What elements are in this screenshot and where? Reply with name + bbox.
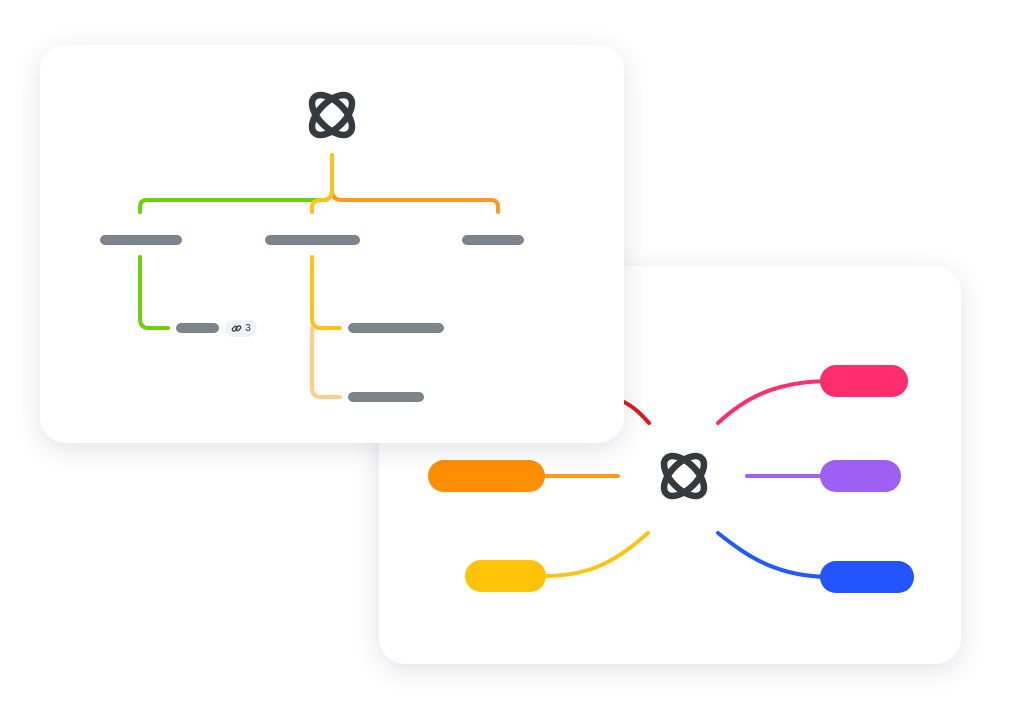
radial-mindmap-card bbox=[379, 266, 961, 664]
atom-icon bbox=[660, 452, 708, 500]
node-orange[interactable] bbox=[428, 460, 545, 492]
connector-blue bbox=[716, 531, 833, 579]
node-placeholder-4[interactable] bbox=[176, 323, 219, 333]
connector-red bbox=[622, 400, 651, 425]
connector-pink bbox=[716, 379, 833, 425]
node-yellow[interactable] bbox=[465, 560, 546, 592]
radial-mindmap bbox=[428, 365, 914, 593]
node-placeholder-6[interactable] bbox=[348, 392, 424, 402]
node-placeholder-5[interactable] bbox=[348, 323, 444, 333]
attachment-count: 3 bbox=[245, 323, 251, 334]
node-pink[interactable] bbox=[820, 365, 908, 397]
connector-green-child bbox=[138, 255, 170, 330]
connector-yellow-light-child bbox=[310, 326, 342, 399]
connector-yellow-top bbox=[310, 153, 334, 214]
connector-yellow bbox=[543, 531, 650, 578]
connector-green-top bbox=[138, 198, 328, 214]
org-chart-card: 3 bbox=[40, 45, 624, 443]
node-placeholder-3[interactable] bbox=[462, 235, 524, 245]
atom-icon bbox=[308, 91, 356, 139]
node-placeholder-1[interactable] bbox=[100, 235, 182, 245]
org-chart bbox=[100, 91, 524, 402]
node-purple[interactable] bbox=[820, 460, 901, 492]
node-placeholder-2[interactable] bbox=[265, 235, 360, 245]
attachment-badge[interactable]: 3 bbox=[225, 320, 257, 337]
connector-orange-top bbox=[330, 153, 500, 214]
node-blue[interactable] bbox=[820, 561, 914, 593]
link-icon bbox=[231, 325, 242, 332]
connector-yellow-child bbox=[310, 255, 342, 330]
